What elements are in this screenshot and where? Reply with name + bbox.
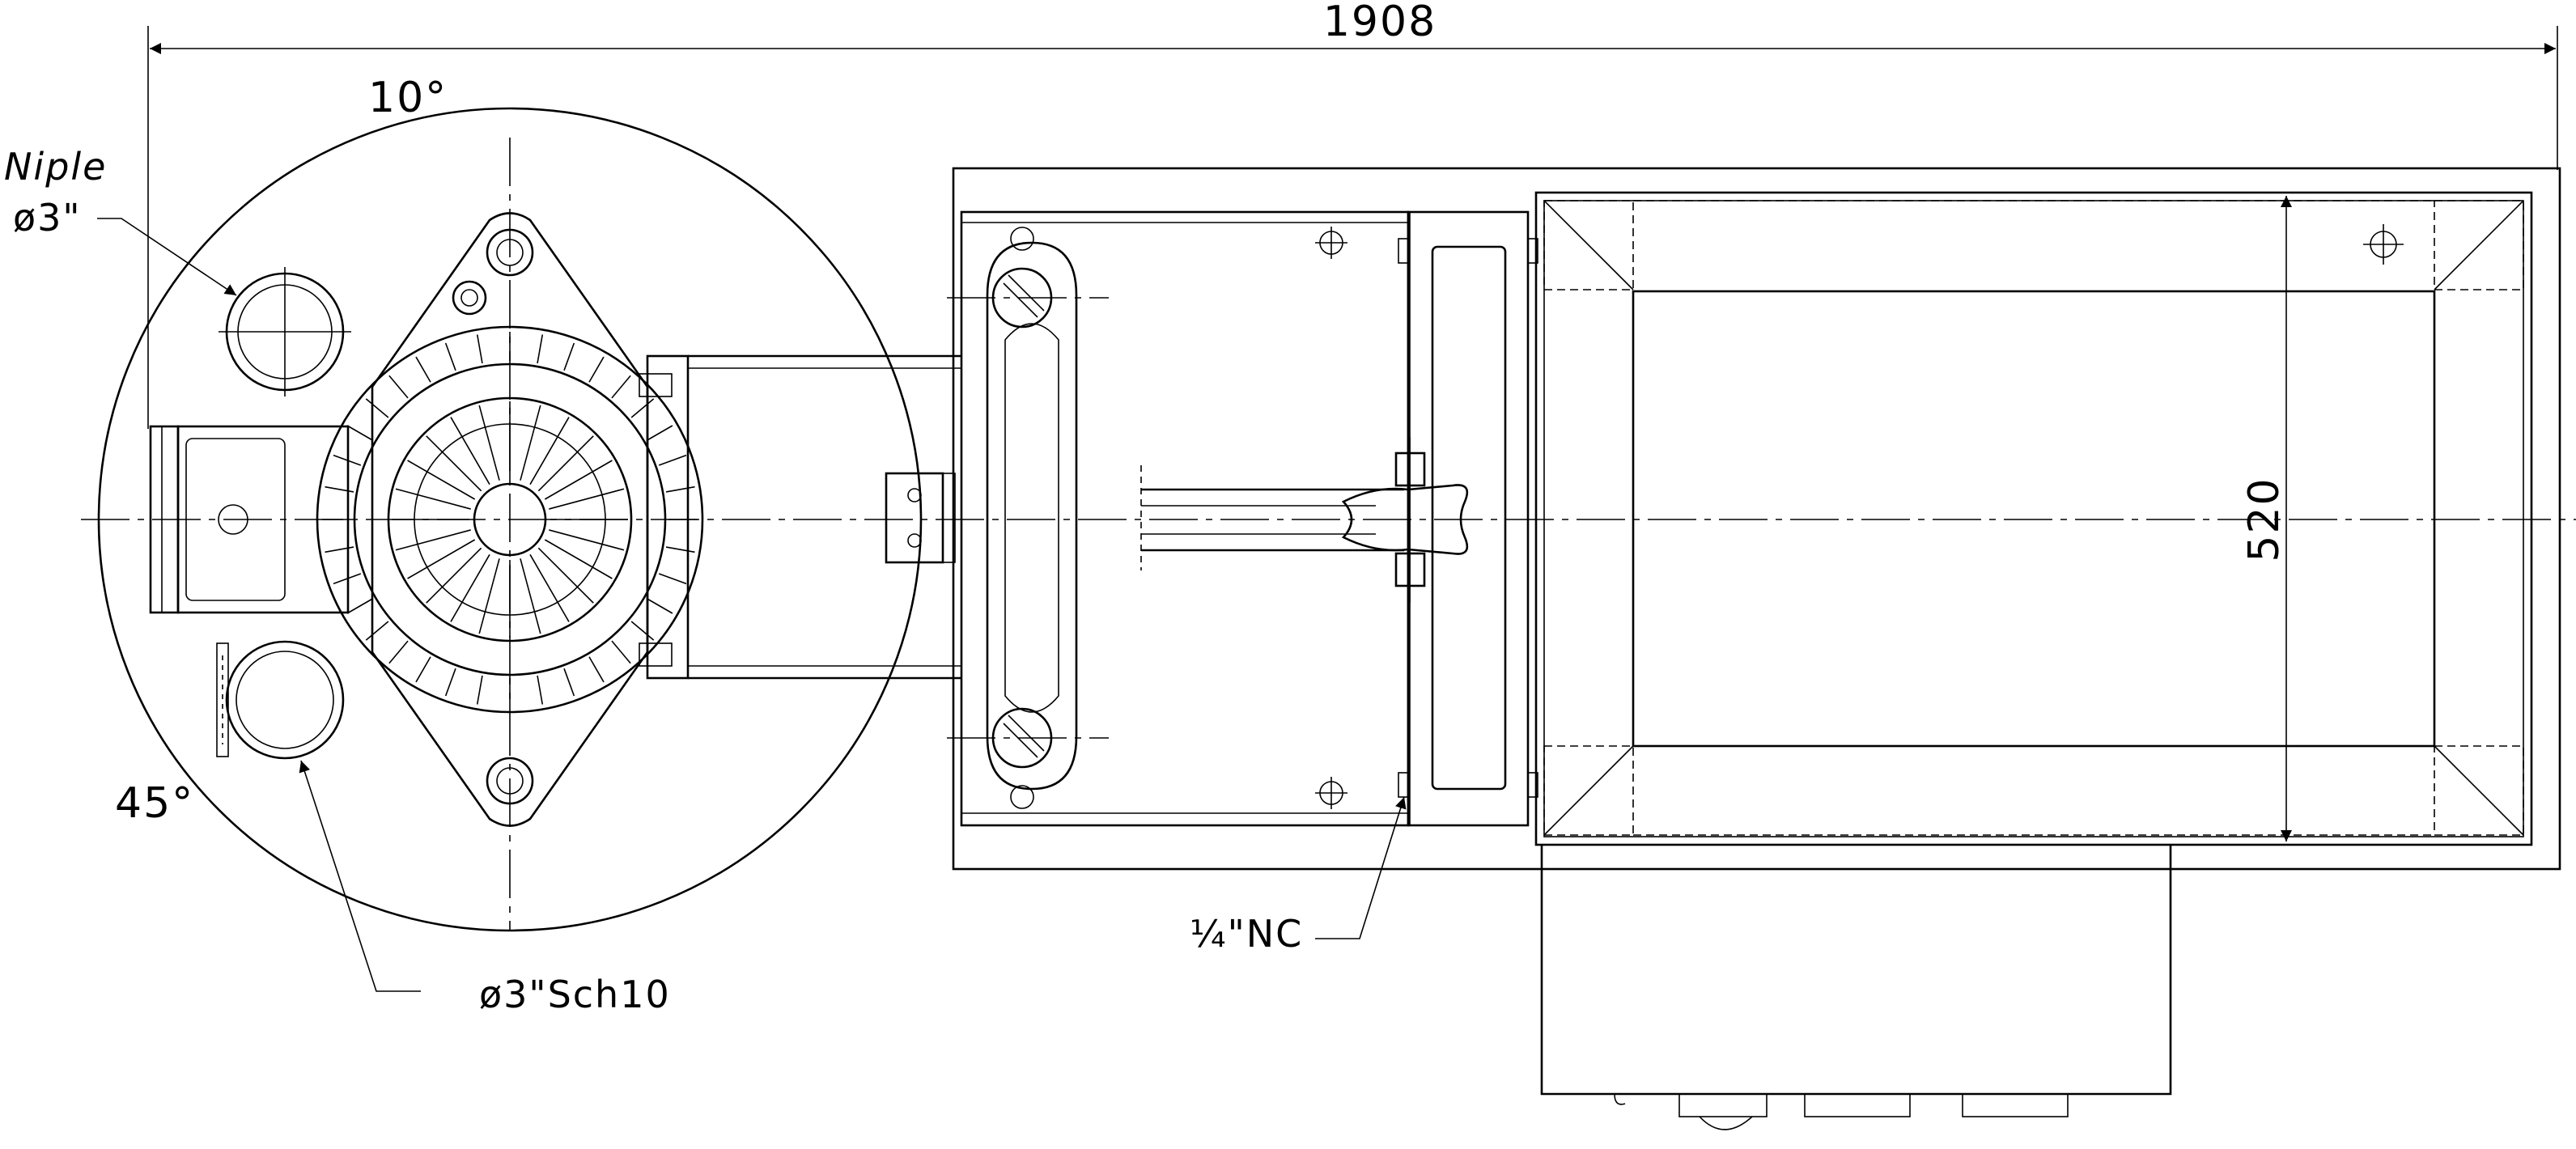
- rotor-tooth: [647, 598, 673, 614]
- rotor-tooth: [630, 398, 655, 418]
- rotor-spoke: [395, 529, 471, 551]
- rotor-teeth: [322, 332, 698, 707]
- rotor-spoke: [537, 435, 594, 492]
- angle-top-label: 10°: [368, 74, 448, 122]
- rotor-spoke: [549, 488, 625, 510]
- rotor-spoke: [450, 417, 490, 485]
- nipple-label-line1: Niple: [4, 145, 107, 189]
- rotor-tooth: [563, 668, 575, 697]
- rotor-spoke: [395, 488, 471, 510]
- rotor-tooth: [476, 675, 483, 705]
- rotor-tooth: [588, 656, 605, 683]
- rotor-spoke: [549, 529, 625, 551]
- rotor-tooth: [658, 573, 687, 585]
- rotor-spoke: [520, 558, 541, 634]
- rotor-tooth: [611, 375, 631, 399]
- rotor-tooth: [444, 342, 456, 371]
- tank-circle-view: [81, 107, 2576, 932]
- base-frame: [952, 167, 2561, 871]
- motor-frame: [1534, 191, 2533, 846]
- rotor-spoke: [529, 417, 570, 485]
- rotor-tooth: [325, 485, 354, 493]
- pipe-label: ø3"Sch10: [479, 973, 671, 1016]
- rotor-tooth: [563, 342, 575, 371]
- rotor-tooth: [325, 546, 354, 553]
- rotor-spoke: [478, 558, 500, 634]
- rotor-tooth: [333, 573, 362, 585]
- rotor-tooth: [611, 640, 631, 664]
- nipple-callout: Niple ø3": [4, 145, 237, 296]
- rotor-spoke: [426, 547, 482, 604]
- rotor-tooth: [415, 356, 431, 383]
- rotor-tooth: [444, 668, 456, 697]
- rotor-spoke: [407, 460, 476, 500]
- rotor-tooth: [476, 334, 483, 364]
- rotor-spoke: [529, 553, 570, 622]
- gearbox: [1540, 845, 2172, 1130]
- rotor-spoke: [407, 539, 476, 579]
- nipple-label-line2: ø3": [13, 196, 82, 240]
- rotor-tooth: [346, 425, 373, 441]
- rotor-spoke: [450, 553, 490, 622]
- shaft-housing: [639, 354, 961, 680]
- rotor-tooth: [365, 398, 389, 418]
- angle-left-label: 45°: [115, 779, 194, 828]
- pipe-callout: ø3"Sch10: [299, 760, 671, 1016]
- rotor-tooth: [333, 454, 362, 466]
- rotor-tooth: [665, 546, 695, 553]
- nipple-fitting: [219, 267, 351, 396]
- rotor-tooth: [388, 640, 409, 664]
- middle-plate: [1398, 210, 1538, 827]
- rotor-tooth: [388, 375, 409, 399]
- rotor-tooth: [537, 675, 544, 705]
- overall-width-dimension: 1908: [147, 0, 2558, 429]
- dimension-width-label: 1908: [1323, 0, 1437, 46]
- rotor-tooth: [630, 621, 655, 641]
- rotor-spoke: [520, 405, 541, 481]
- rotor-spoke: [544, 460, 613, 500]
- rotor-tooth: [665, 485, 695, 493]
- rotor-spoke: [537, 547, 594, 604]
- bearing-compartment: [947, 210, 1410, 827]
- rotor-tooth: [346, 598, 373, 614]
- rotor-tooth: [365, 621, 389, 641]
- rotor-tooth: [537, 334, 544, 364]
- motor-flange: [371, 212, 649, 827]
- rotor-assembly: [316, 325, 704, 714]
- rotor-spoke: [478, 405, 500, 481]
- rotor-tooth: [588, 356, 605, 383]
- rotor-tooth: [658, 454, 687, 466]
- dimension-height-label: 520: [2240, 477, 2289, 562]
- height-dimension: 520: [2240, 196, 2292, 842]
- drive-shaft: [1140, 465, 1404, 570]
- rotor-spokes: [392, 401, 628, 638]
- rotor-tooth: [647, 425, 673, 441]
- bolt-label: ¼"NC: [1190, 912, 1303, 956]
- rotor-spoke: [544, 539, 613, 579]
- rotor-tooth: [415, 656, 431, 683]
- pipe-fitting: [216, 640, 345, 760]
- rotor-spoke: [426, 435, 482, 492]
- bolt-callout: ¼"NC: [1190, 796, 1407, 956]
